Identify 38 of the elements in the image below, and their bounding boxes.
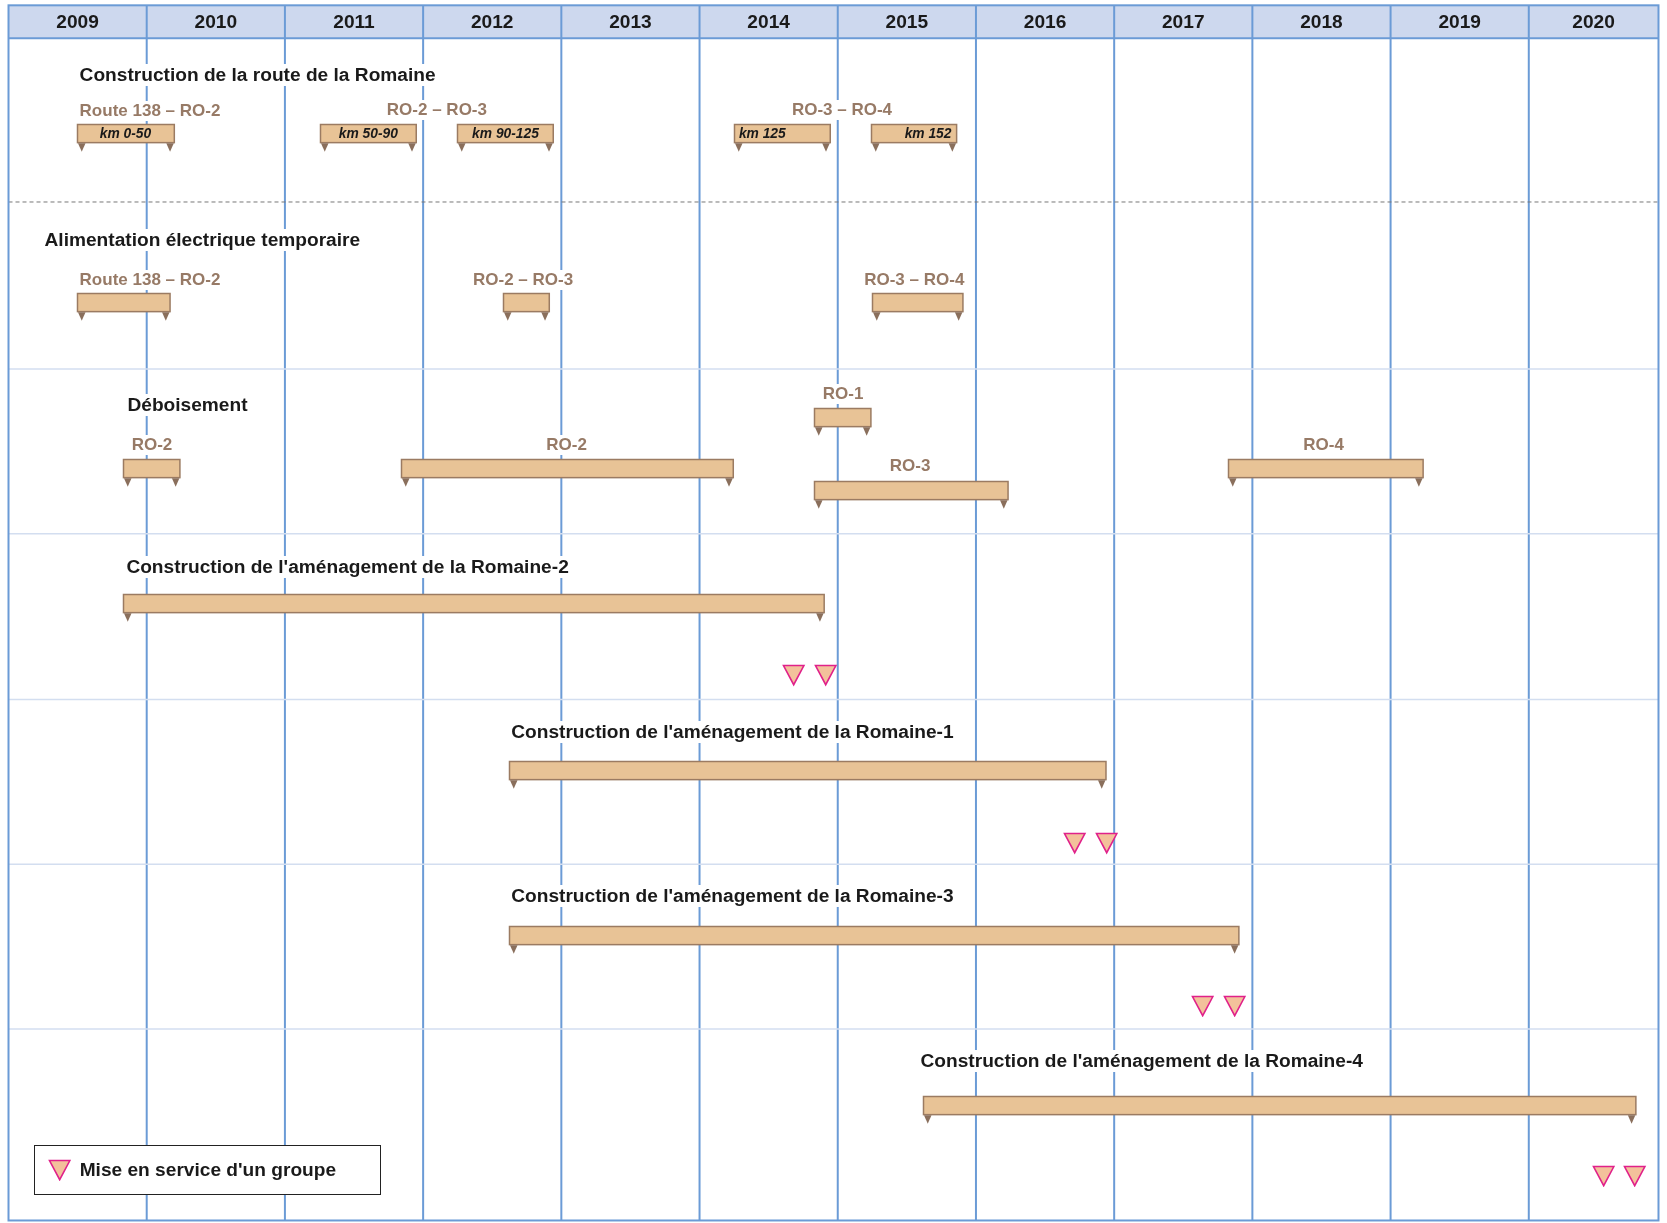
timeline-bar: [871, 293, 964, 322]
timeline-bar: [509, 761, 1107, 789]
legend-text: Mise en service d'un groupe: [79, 1158, 337, 1181]
year-header: 2019: [1437, 10, 1482, 35]
year-header: 2011: [332, 10, 376, 35]
bar-label: Route 138 – RO-2: [77, 101, 223, 121]
timeline-bar: [123, 459, 181, 487]
section-title: Construction de l'aménagement de la Romaine-2: [124, 556, 571, 578]
year-header: 2018: [1299, 10, 1344, 35]
year-header: 2020: [1571, 10, 1616, 35]
bar-label: RO-2: [544, 434, 589, 455]
year-header: 2014: [746, 10, 791, 35]
bar-label: RO-2: [129, 434, 175, 455]
timeline-bar: [814, 480, 1009, 509]
bar-label: RO-1: [820, 383, 866, 404]
timeline-bar: [400, 459, 734, 487]
bar-label: Route 138 – RO-2: [77, 270, 223, 291]
timeline-bar: [502, 293, 550, 322]
timeline-bar: [814, 408, 872, 436]
timeline-bar: [123, 594, 825, 622]
section-title: Construction de l'aménagement de la Romaine-3: [509, 884, 956, 907]
year-header: 2013: [608, 10, 653, 35]
bar-label: RO-2 – RO-3: [384, 99, 489, 120]
section-title: Construction de l'aménagement de la Romaine-4: [918, 1050, 1365, 1073]
section-title: Alimentation électrique temporaire: [42, 228, 363, 251]
section-title: Construction de la route de la Romaine: [77, 63, 438, 86]
timeline-bar: [922, 1096, 1637, 1124]
timeline-bar: [509, 926, 1240, 954]
year-header: 2009: [55, 10, 100, 35]
year-header: 2015: [884, 10, 930, 35]
year-header: 2012: [469, 10, 515, 35]
year-header: 2017: [1161, 10, 1206, 35]
section-title: Construction de l'aménagement de la Romaine-1: [509, 720, 956, 743]
year-header: 2016: [1022, 10, 1068, 35]
timeline-bar: [76, 293, 171, 322]
year-header: 2010: [193, 10, 239, 35]
section-title: Déboisement: [125, 394, 250, 417]
timeline-bar: [1227, 459, 1424, 487]
